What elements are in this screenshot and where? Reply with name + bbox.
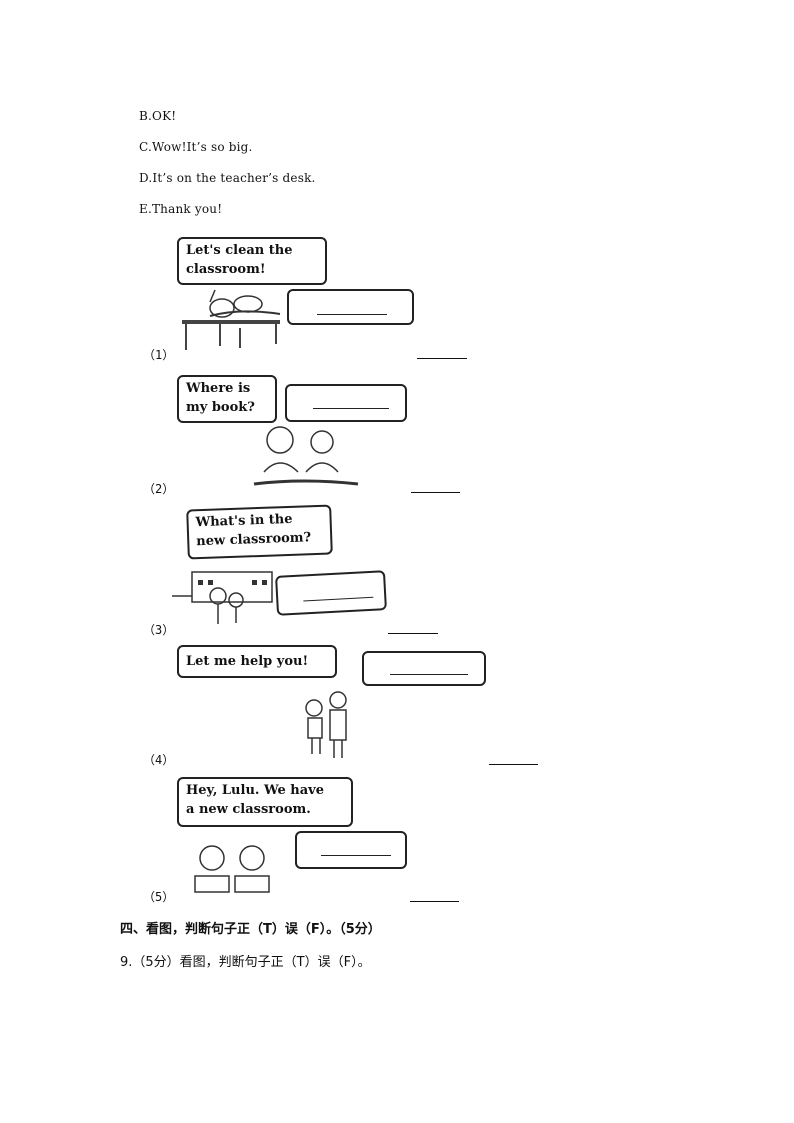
school-building-illustration	[172, 571, 273, 624]
item-number: （3）	[143, 623, 175, 637]
children-at-desk-illustration	[253, 426, 359, 486]
item-number: （2）	[143, 482, 175, 496]
section-heading: 四、看图，判断句子正（T）误（F）。（5分）	[120, 922, 381, 937]
speech-line: new classroom?	[196, 530, 312, 550]
speech-line: Hey, Lulu. We have	[186, 783, 324, 798]
item-number: （5）	[143, 890, 175, 904]
answer-blank-5[interactable]	[410, 901, 459, 902]
question-9: 9.（5分）看图，判断句子正（T）误（F）。	[120, 955, 371, 970]
boy-and-man-illustration	[305, 691, 347, 758]
speech-line: a new classroom.	[186, 802, 311, 817]
speech-bubble-5: Hey, Lulu. We have a new classroom.	[177, 777, 353, 827]
answer-bubble-3	[275, 570, 387, 616]
answer-bubble-2	[285, 384, 407, 422]
answer-blank-2[interactable]	[411, 492, 460, 493]
speech-line: my book?	[186, 400, 255, 415]
item-number: （1）	[143, 348, 175, 362]
speech-line: Let's clean the	[186, 243, 293, 258]
answer-blank-4[interactable]	[489, 764, 538, 765]
children-at-desks-illustration	[194, 845, 270, 893]
option-b: B.OK!	[139, 109, 177, 123]
option-d: D.It’s on the teacher’s desk.	[139, 171, 316, 185]
speech-bubble-2: Where is my book?	[177, 375, 277, 423]
item-number: （4）	[143, 753, 175, 767]
answer-blank-1[interactable]	[417, 358, 467, 359]
speech-bubble-1: Let's clean the classroom!	[177, 237, 327, 285]
answer-bubble-4	[362, 651, 486, 686]
speech-bubble-3: What's in the new classroom?	[186, 504, 333, 560]
speech-line: Let me help you!	[186, 654, 309, 669]
answer-bubble-5	[295, 831, 407, 869]
answer-blank-3[interactable]	[388, 633, 438, 634]
speech-line: classroom!	[186, 262, 266, 277]
speech-line: Where is	[186, 381, 251, 396]
children-cleaning-illustration	[182, 289, 281, 350]
option-c: C.Wow!It’s so big.	[139, 140, 253, 154]
speech-bubble-4: Let me help you!	[177, 645, 337, 678]
answer-bubble-1	[287, 289, 414, 325]
option-e: E.Thank you!	[139, 202, 223, 216]
